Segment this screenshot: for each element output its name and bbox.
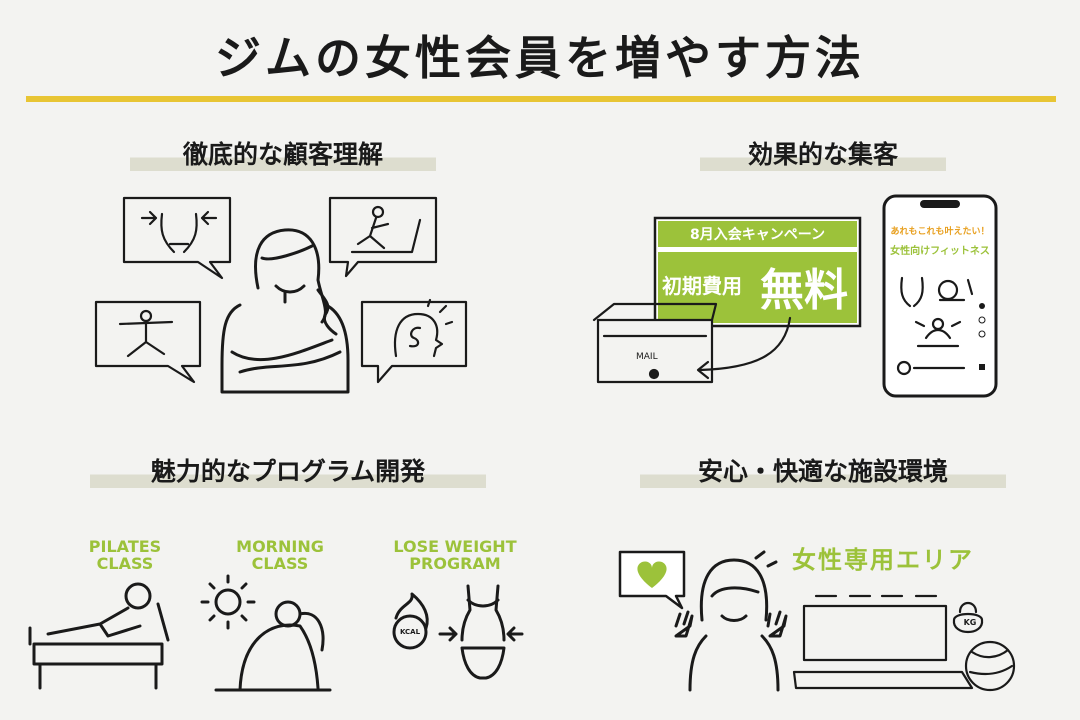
program-lose-weight-line1: LOSE WEIGHT	[393, 537, 517, 556]
phone-fitness-icons	[896, 276, 974, 376]
heading-facility-environment: 安心・快適な施設環境	[640, 452, 1006, 488]
exercise-ball-icon	[964, 640, 1016, 692]
dumbbell-rack-icon	[792, 594, 974, 690]
heart-bubble-icon	[618, 550, 686, 610]
program-pilates-line2: CLASS	[96, 554, 154, 573]
program-pilates-label: PILATES CLASS	[50, 538, 200, 572]
campaign-main-bg	[658, 252, 857, 323]
happy-woman-icon	[674, 550, 788, 692]
women-only-area-label: 女性専用エリア	[792, 546, 974, 574]
program-lose-weight-line2: PROGRAM	[409, 554, 501, 573]
kcal-burn-icon	[392, 584, 524, 680]
program-morning-line1: MORNING	[236, 537, 324, 556]
phone-headline: あれもこれも叶えたい！	[890, 227, 990, 237]
program-lose-weight-label: LOSE WEIGHT PROGRAM	[380, 538, 530, 572]
mail-label: MAIL	[636, 352, 658, 362]
page-title: ジムの女性会員を増やす方法	[215, 31, 865, 85]
program-morning-line2: CLASS	[251, 554, 309, 573]
thinking-woman-icon	[220, 228, 350, 394]
program-pilates-line1: PILATES	[88, 537, 162, 556]
kg-label: KG	[963, 618, 977, 627]
kcal-label: KCAL	[399, 628, 421, 636]
waist-measure-bubble	[122, 196, 232, 280]
campaign-banner-bg	[658, 221, 857, 247]
heading-effective-marketing: 効果的な集客	[700, 135, 946, 171]
phone-subheadline: 女性向けフィットネス	[890, 246, 990, 257]
initial-fee-label: 初期費用	[662, 274, 742, 298]
heading-customer-understanding: 徹底的な顧客理解	[130, 135, 436, 171]
mail-arrow	[698, 316, 792, 372]
treadmill-bubble	[328, 196, 438, 278]
pilates-reformer-icon	[28, 582, 170, 690]
heading-program-development: 魅力的なプログラム開発	[90, 452, 486, 488]
morning-yoga-icon	[200, 574, 332, 692]
phone-sidebar-icons	[978, 303, 986, 370]
program-morning-label: MORNING CLASS	[205, 538, 355, 572]
free-label: 無料	[760, 265, 848, 316]
mailbox-icon	[592, 302, 718, 384]
yoga-bubble	[94, 300, 202, 384]
kettlebell-icon	[952, 601, 984, 633]
title-underline	[26, 96, 1056, 102]
campaign-banner: 8月入会キャンペーン	[689, 227, 826, 243]
mindset-bubble	[360, 298, 468, 384]
